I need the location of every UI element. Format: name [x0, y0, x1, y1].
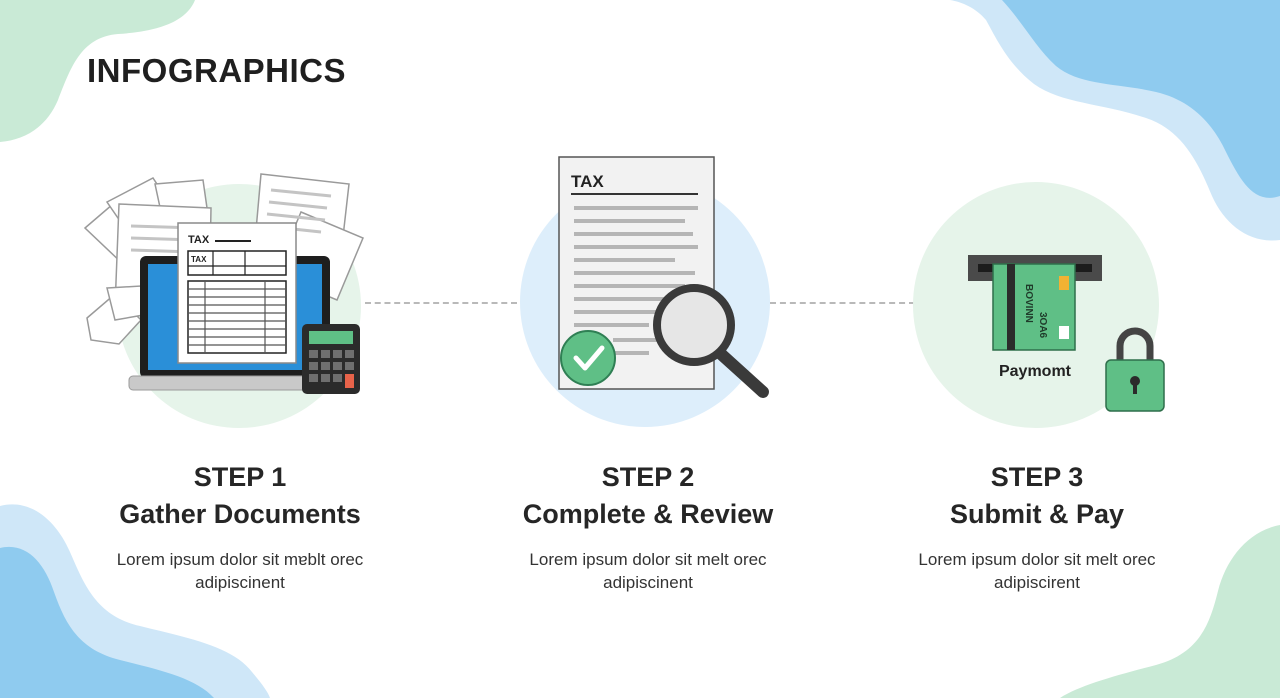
step-1-illustration: TAX TAX [83, 173, 364, 394]
tax-form-icon: TAX TAX [177, 222, 297, 364]
step-1-title: Gather Documents [119, 499, 361, 529]
step-3-title: Submit & Pay [949, 499, 1125, 529]
checkmark-icon [560, 330, 616, 386]
step-2-description: Lorem ipsum dolor sit melt orec adipisci… [488, 548, 808, 594]
step-3-illustration: BOVINN 3OA6 Paymomt [968, 255, 1165, 412]
card-text-1: BOVINN [1023, 284, 1034, 323]
tax-document-title: TAX [571, 172, 604, 191]
step-1-description-line-2: adipiscinent [195, 573, 285, 592]
tax-form-subtitle: TAX [191, 255, 207, 264]
step-2-text: STEP 2 Complete & Review Lorem ipsum dol… [488, 460, 808, 594]
step-3-description-line-1: Lorem ipsum dolor sit melt orec [918, 550, 1156, 569]
tax-form-title: TAX [188, 234, 210, 246]
step-3-description: Lorem ipsum dolor sit melt orec adipisci… [877, 548, 1197, 594]
step-2-label: STEP 2 [601, 462, 695, 492]
step-1-label: STEP 1 [193, 462, 287, 492]
connector-line-1 [365, 302, 517, 304]
payment-label: Paymomt [999, 363, 1072, 380]
magnifier-icon [653, 284, 769, 398]
calculator-icon [302, 324, 360, 394]
step-1-text: STEP 1 Gather Documents Lorem ipsum dolo… [80, 460, 400, 594]
step-2-description-line-2: adipiscinent [603, 573, 693, 592]
step-2-title: Complete & Review [522, 499, 774, 529]
step-2-illustration: TAX [558, 156, 769, 398]
credit-card-icon: BOVINN 3OA6 [992, 263, 1076, 351]
connector-line-2 [770, 302, 915, 304]
step-3-description-line-2: adipiscirent [994, 573, 1080, 592]
page-title: INFOGRAPHICS [87, 52, 347, 89]
card-text-2: 3OA6 [1037, 312, 1048, 339]
step-3-text: STEP 3 Submit & Pay Lorem ipsum dolor si… [877, 460, 1197, 594]
step-3-label: STEP 3 [990, 462, 1084, 492]
step-1-description: Lorem ipsum dolor sit mɐblt orec adipisc… [80, 548, 400, 594]
padlock-icon [1105, 327, 1165, 412]
step-2-description-line-1: Lorem ipsum dolor sit melt orec [529, 550, 767, 569]
step-1-description-line-1: Lorem ipsum dolor sit mɐblt orec [116, 550, 364, 569]
